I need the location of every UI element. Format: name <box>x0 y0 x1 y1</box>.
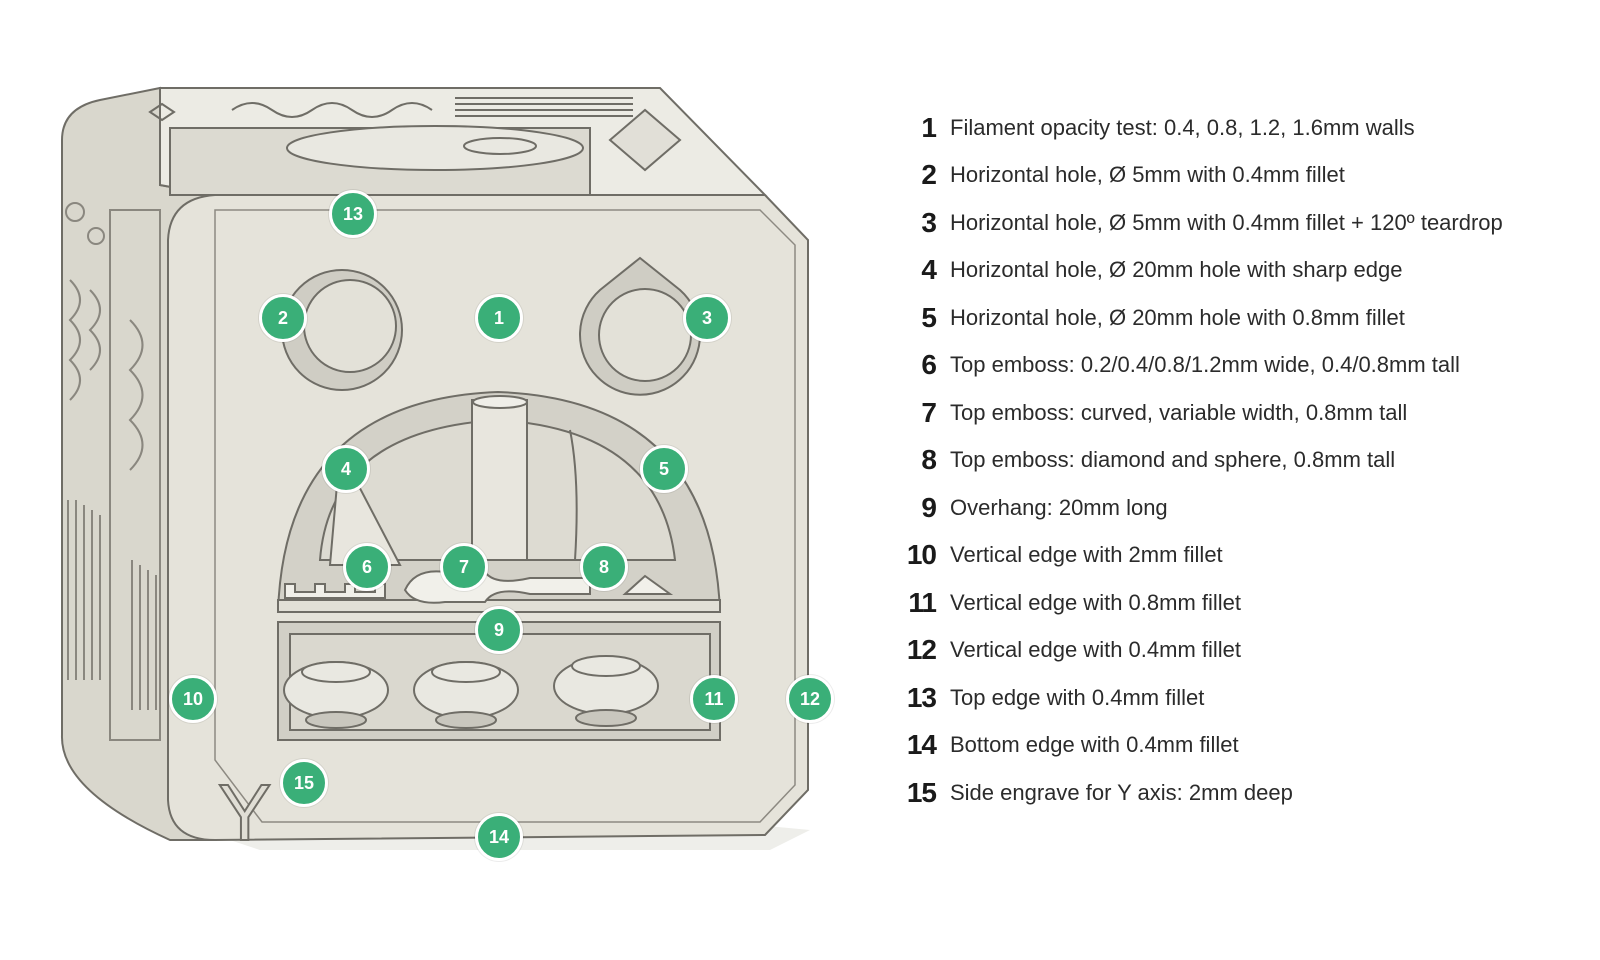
legend-number: 14 <box>906 729 937 761</box>
legend-number: 10 <box>906 539 937 571</box>
legend-number: 3 <box>921 206 937 238</box>
legend-description: Top emboss: diamond and sphere, 0.8mm ta… <box>950 447 1396 473</box>
legend-description: Overhang: 20mm long <box>950 494 1168 520</box>
marker-15: 15 <box>280 759 328 807</box>
legend-number: 11 <box>908 586 937 618</box>
legend-item: 7 Top emboss: curved, variable width, 0.8… <box>880 389 1580 437</box>
legend-description: Horizontal hole, Ø 5mm with 0.4mm fillet <box>950 162 1345 188</box>
legend-item: 11 Vertical edge with 0.8mm fillet <box>880 579 1580 627</box>
marker-6: 6 <box>343 543 391 591</box>
legend-item: 6 Top emboss: 0.2/0.4/0.8/1.2mm wide, 0.4… <box>880 342 1580 390</box>
legend-description: Top emboss: curved, variable width, 0.8m… <box>950 399 1408 425</box>
front-inner-border <box>214 209 796 823</box>
y-axis-engrave: Y <box>218 768 271 857</box>
calibration-cube-illustration: Y <box>60 86 810 858</box>
legend-item: 12 Vertical edge with 0.4mm fillet <box>880 627 1580 675</box>
legend-number: 13 <box>906 681 937 713</box>
legend-item: 3 Horizontal hole, Ø 5mm with 0.4mm fille… <box>880 199 1580 247</box>
legend-item: 15 Side engrave for Y axis: 2mm deep <box>880 769 1580 817</box>
legend-description: Top edge with 0.4mm fillet <box>950 684 1205 710</box>
marker-2: 2 <box>259 294 307 342</box>
legend-description: Horizontal hole, Ø 20mm hole with 0.8mm … <box>950 304 1405 330</box>
legend-item: 10 Vertical edge with 2mm fillet <box>880 532 1580 580</box>
marker-8: 8 <box>580 543 628 591</box>
legend-item: 1 Filament opacity test: 0.4, 0.8, 1.2, 1… <box>880 104 1580 152</box>
legend-number: 1 <box>921 111 937 143</box>
legend-item: 5 Horizontal hole, Ø 20mm hole with 0.8mm… <box>880 294 1580 342</box>
legend-number: 4 <box>921 254 937 286</box>
legend-item: 2 Horizontal hole, Ø 5mm with 0.4mm fille… <box>880 152 1580 200</box>
legend-item: 13 Top edge with 0.4mm fillet <box>880 674 1580 722</box>
marker-14: 14 <box>475 813 523 861</box>
legend-number: 15 <box>906 776 937 808</box>
legend-description: Vertical edge with 0.4mm fillet <box>950 637 1242 663</box>
legend-description: Horizontal hole, Ø 5mm with 0.4mm fillet… <box>950 209 1503 235</box>
legend-number: 8 <box>921 444 937 476</box>
legend-item: 8 Top emboss: diamond and sphere, 0.8mm t… <box>880 437 1580 485</box>
legend-description: Vertical edge with 2mm fillet <box>950 542 1223 568</box>
legend-item: 9 Overhang: 20mm long <box>880 484 1580 532</box>
front-holes <box>281 256 701 396</box>
marker-5: 5 <box>640 445 688 493</box>
marker-4: 4 <box>322 445 370 493</box>
marker-11: 11 <box>690 675 738 723</box>
marker-13: 13 <box>329 190 377 238</box>
bottom-cavity <box>277 621 721 741</box>
legend-description: Filament opacity test: 0.4, 0.8, 1.2, 1.… <box>950 114 1415 140</box>
marker-9: 9 <box>475 606 523 654</box>
legend-description: Horizontal hole, Ø 20mm hole with sharp … <box>950 257 1403 283</box>
legend-number: 7 <box>921 396 937 428</box>
legend-description: Vertical edge with 0.8mm fillet <box>950 589 1242 615</box>
marker-1: 1 <box>475 294 523 342</box>
legend-number: 2 <box>921 159 937 191</box>
marker-10: 10 <box>169 675 217 723</box>
legend-number: 9 <box>921 491 937 523</box>
legend-item: 14 Bottom edge with 0.4mm fillet <box>880 722 1580 770</box>
legend-number: 5 <box>921 301 937 333</box>
legend-description: Side engrave for Y axis: 2mm deep <box>950 779 1293 805</box>
legend-item: 4 Horizontal hole, Ø 20mm hole with sharp… <box>880 247 1580 295</box>
legend-number: 12 <box>906 634 937 666</box>
legend-number: 6 <box>921 349 937 381</box>
marker-3: 3 <box>683 294 731 342</box>
marker-12: 12 <box>786 675 834 723</box>
legend-description: Bottom edge with 0.4mm fillet <box>950 732 1239 758</box>
left-side-features <box>65 202 161 741</box>
marker-7: 7 <box>440 543 488 591</box>
legend: 1 Filament opacity test: 0.4, 0.8, 1.2, 1… <box>880 104 1580 817</box>
legend-description: Top emboss: 0.2/0.4/0.8/1.2mm wide, 0.4/… <box>950 352 1460 378</box>
